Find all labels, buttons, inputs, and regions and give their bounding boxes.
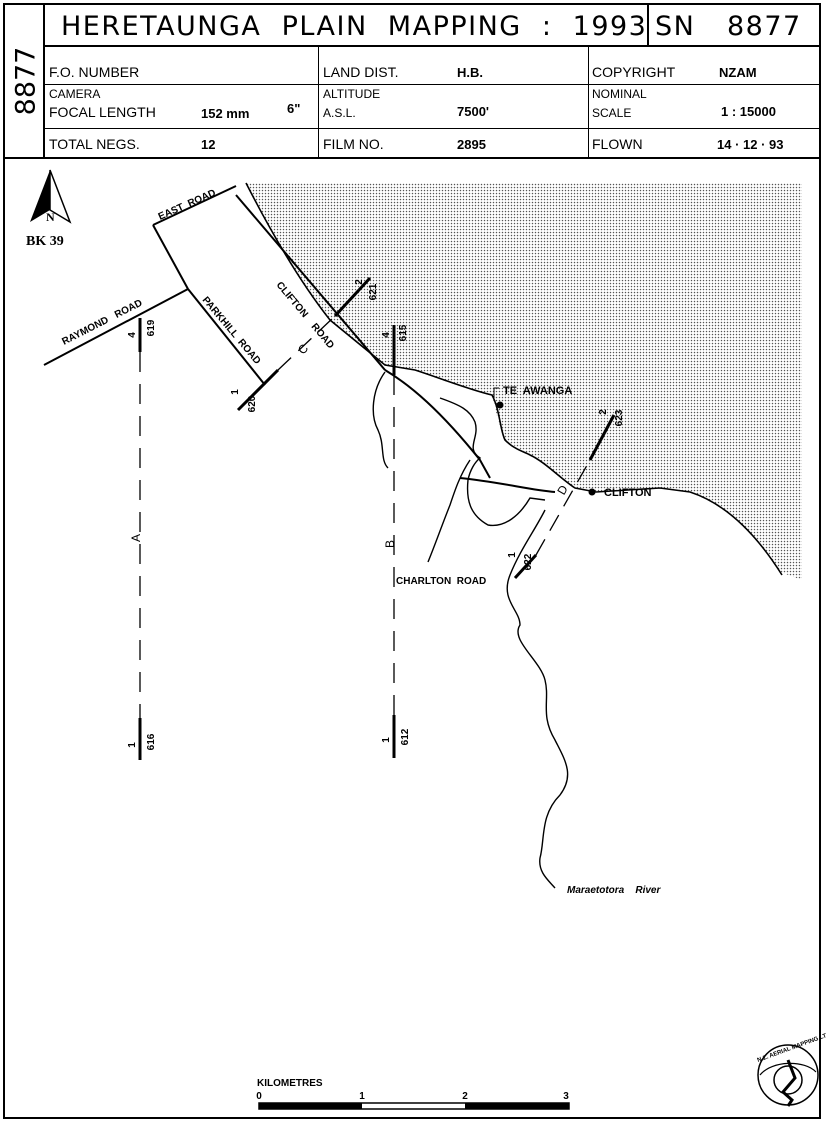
scale-tick-1: 1 (359, 1091, 365, 1102)
land-dist-label: LAND DIST. (323, 64, 399, 80)
run-d-start: 2 (598, 409, 609, 415)
scale-bar-title: KILOMETRES (257, 1078, 323, 1089)
map-sheet: 8877 HERETAUNGA PLAIN MAPPING : 1993 SN … (3, 3, 821, 1119)
river-label: Maraetotora River (567, 885, 661, 896)
scale-tick-0: 0 (256, 1091, 262, 1102)
frame-d-start: 623 (614, 409, 625, 426)
clifton-label: CLIFTON (604, 487, 652, 499)
frame-c-start: 621 (368, 283, 379, 300)
run-c-start: 2 (354, 279, 365, 285)
frame-a-end: 616 (146, 733, 157, 750)
raymond-road-label: RAYMOND ROAD (60, 298, 144, 348)
flight-line-a-label: A (129, 534, 143, 542)
sn-value: 8877 (727, 11, 802, 42)
altitude-label: ALTITUDE (323, 87, 381, 101)
flight-line-b-label: B (383, 540, 397, 548)
clifton-dot (588, 488, 596, 496)
te-awanga-leader (493, 387, 499, 398)
altitude-value: 7500' (457, 104, 490, 119)
aerial-mapping-logo: N.Z. AERIAL MAPPING LTD (757, 1031, 826, 1107)
frame-a-start: 619 (146, 319, 157, 336)
flown-label: FLOWN (592, 136, 643, 152)
scale-tick-2: 2 (462, 1091, 468, 1102)
total-negs-label: TOTAL NEGS. (49, 136, 140, 152)
scale-label: SCALE (592, 106, 632, 120)
nominal-label: NOMINAL (592, 87, 647, 101)
frame-b-start: 615 (398, 324, 409, 341)
run-d-end: 1 (507, 552, 518, 558)
frame-b-end: 612 (400, 728, 411, 745)
focal-length-label: FOCAL LENGTH (49, 104, 156, 120)
charlton-road-label: CHARLTON ROAD (396, 576, 486, 587)
focal-length-inches: 6" (287, 101, 301, 116)
copyright-label: COPYRIGHT (592, 64, 676, 80)
sn-label: SN (655, 11, 696, 42)
parkhill-road-label: PARKHILL ROAD (200, 295, 263, 367)
film-no-value: 2895 (457, 137, 486, 152)
east-road-label: EAST ROAD (157, 188, 218, 223)
film-no-label: FILM NO. (323, 136, 384, 152)
run-a-end: 1 (127, 742, 138, 748)
flight-line-c-label: C (295, 341, 311, 357)
frame-c-end: 620 (247, 395, 258, 412)
focal-length-mm: 152 mm (201, 106, 250, 121)
scale-bar (258, 1102, 570, 1110)
fo-number-label: F.O. NUMBER (49, 64, 140, 80)
map-title: HERETAUNGA PLAIN MAPPING : 1993 (61, 11, 648, 42)
run-b-end: 1 (381, 737, 392, 743)
land-dist-value: H.B. (457, 65, 483, 80)
flight-line-d-label: D (554, 482, 571, 497)
run-b-start: 4 (381, 332, 392, 338)
sheet-reference: BK 39 (26, 234, 64, 249)
title-block: 8877 HERETAUNGA PLAIN MAPPING : 1993 SN … (5, 5, 819, 159)
north-arrow-icon (30, 169, 72, 224)
copyright-value: NZAM (719, 65, 757, 80)
run-c-end: 1 (230, 389, 241, 395)
sea-area (246, 183, 802, 580)
flight-lines (138, 276, 616, 760)
te-awanga-label: TE AWANGA (503, 385, 572, 397)
coastline (245, 182, 783, 576)
frame-d-end: 622 (523, 553, 534, 570)
scale-tick-3: 3 (563, 1091, 569, 1102)
run-a-start: 4 (127, 332, 138, 338)
maraetotora-river (372, 371, 569, 889)
asl-label: A.S.L. (323, 106, 356, 120)
flown-value: 14 · 12 · 93 (717, 137, 784, 152)
scale-value: 1 : 15000 (721, 104, 776, 119)
te-awanga-dot (496, 401, 504, 409)
camera-label: CAMERA (49, 87, 101, 101)
north-label: N (46, 210, 55, 224)
total-negs-value: 12 (201, 137, 216, 152)
